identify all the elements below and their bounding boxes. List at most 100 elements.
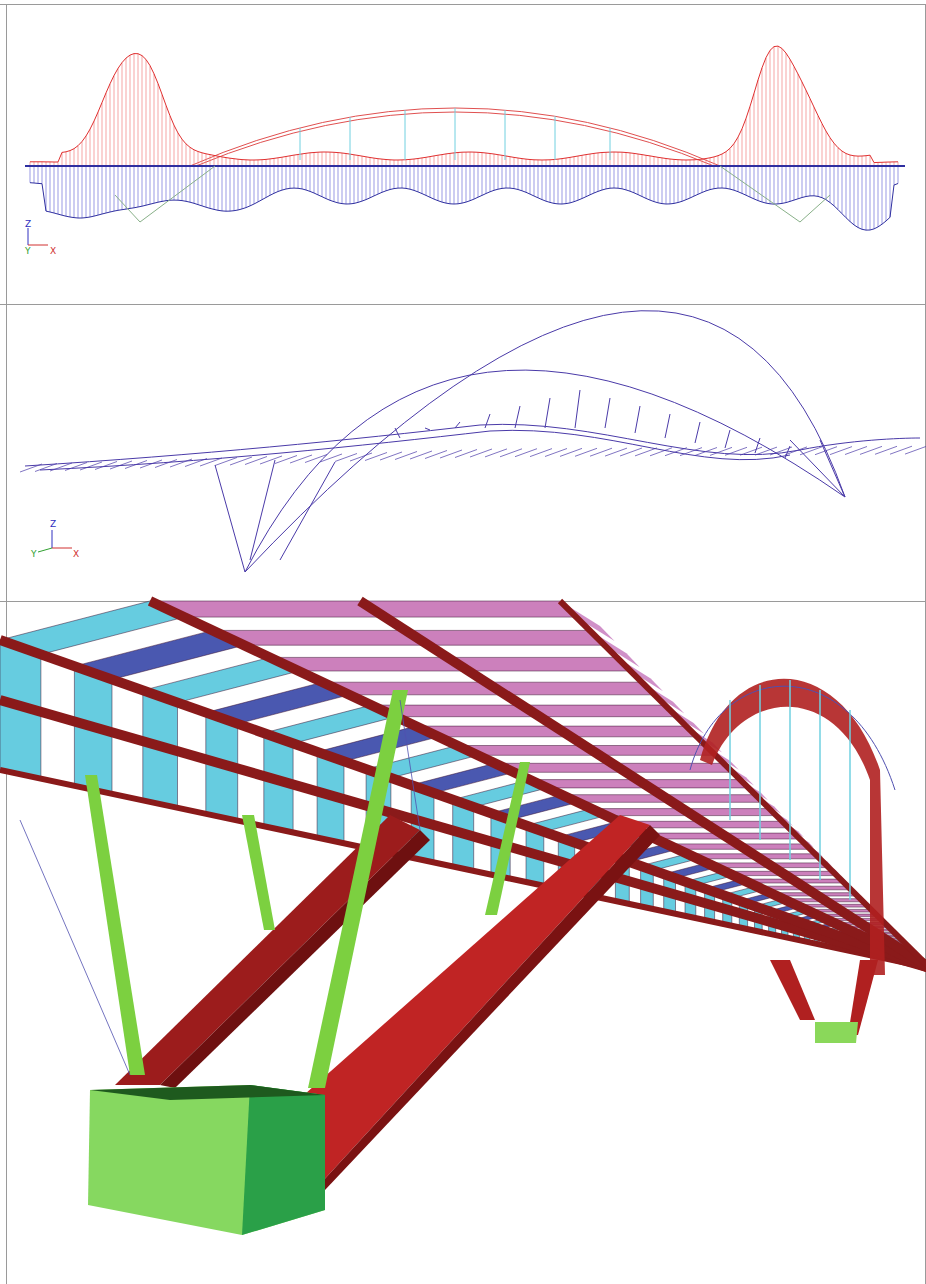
model-line — [70, 166, 71, 217]
model-line — [506, 166, 507, 188]
model-line — [882, 166, 883, 224]
model-line — [462, 152, 463, 166]
model-line — [478, 166, 479, 197]
model-line — [158, 84, 159, 166]
model-line — [822, 124, 823, 166]
model-line — [826, 166, 827, 200]
model-line — [278, 166, 279, 192]
model-line — [586, 166, 587, 197]
model-line — [320, 454, 342, 462]
model-line — [146, 166, 147, 205]
model-line — [626, 153, 627, 166]
model-line — [125, 461, 147, 469]
force-diagram — [25, 46, 905, 245]
model-line — [678, 166, 679, 203]
model-line — [318, 152, 319, 166]
model-line — [610, 128, 611, 160]
model-line — [38, 166, 39, 183]
model-line — [890, 166, 891, 217]
model-line — [114, 166, 115, 211]
model-line — [586, 155, 587, 166]
model-line — [894, 166, 895, 185]
model-line — [134, 166, 135, 208]
model-line — [458, 153, 459, 166]
model-line — [538, 166, 539, 198]
model-line — [78, 166, 79, 218]
model-line — [725, 430, 730, 448]
model-line — [310, 166, 311, 191]
model-line — [74, 149, 75, 166]
model-line — [834, 166, 835, 206]
model-line — [514, 157, 515, 166]
model-line — [638, 154, 639, 166]
model-line — [386, 166, 387, 191]
model-line — [222, 166, 223, 211]
deformed-shape — [20, 311, 926, 572]
model-line — [562, 159, 563, 166]
model-line — [755, 438, 760, 453]
model-line — [342, 153, 343, 166]
model-line — [526, 166, 527, 192]
model-line — [382, 166, 383, 192]
model-line — [258, 166, 259, 202]
model-line — [470, 152, 471, 166]
model-line — [498, 155, 499, 166]
model-line — [474, 166, 475, 199]
model-line — [322, 166, 323, 197]
model-line — [86, 166, 87, 218]
model-line — [146, 60, 147, 166]
model-line — [718, 166, 719, 188]
model-line — [466, 152, 467, 166]
model-line — [282, 157, 283, 166]
model-line — [574, 166, 575, 202]
model-line — [782, 166, 783, 203]
model-line — [618, 152, 619, 166]
model-line — [762, 166, 763, 202]
model-line — [350, 117, 351, 160]
model-line — [630, 153, 631, 166]
model-line — [494, 166, 495, 190]
model-line — [630, 166, 631, 191]
model-line — [414, 159, 415, 166]
model-line — [494, 154, 495, 166]
model-line — [80, 462, 102, 470]
model-line — [485, 414, 490, 428]
model-line — [790, 59, 791, 166]
model-line — [670, 166, 671, 204]
model-line — [662, 158, 663, 166]
model-line — [358, 166, 359, 202]
model-line — [142, 56, 143, 166]
model-line — [286, 157, 287, 166]
model-line — [202, 166, 203, 206]
model-line — [526, 159, 527, 166]
model-line — [650, 166, 651, 200]
model-line — [602, 153, 603, 166]
model-line — [182, 139, 183, 166]
model-line — [438, 166, 439, 201]
model-line — [42, 166, 43, 184]
model-line — [326, 166, 327, 199]
model-line — [770, 50, 771, 166]
model-line — [290, 166, 291, 188]
model-line — [302, 154, 303, 166]
model-line — [206, 154, 207, 166]
model-line — [606, 166, 607, 189]
model-line — [166, 105, 167, 166]
model-line — [778, 46, 779, 166]
model-line — [522, 159, 523, 166]
model-line — [426, 157, 427, 166]
model-line — [486, 153, 487, 166]
model-line — [306, 153, 307, 166]
model-line — [106, 166, 107, 213]
model-line — [554, 166, 555, 203]
model-line — [350, 166, 351, 204]
model-line — [806, 90, 807, 166]
model-line — [605, 398, 610, 428]
model-line — [602, 166, 603, 190]
model-line — [198, 166, 199, 205]
model-line — [286, 166, 287, 189]
model-line — [746, 166, 747, 195]
model-line — [654, 157, 655, 166]
model-line — [270, 159, 271, 166]
model-line — [298, 154, 299, 166]
